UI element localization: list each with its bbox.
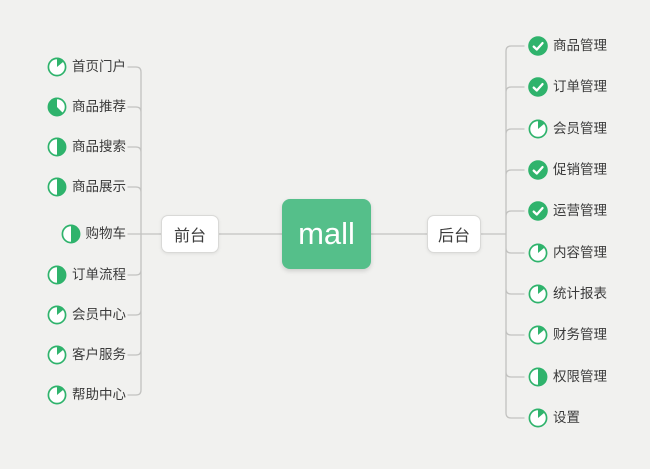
progress-pie-icon [47, 57, 67, 77]
node-front-item-4[interactable]: 购物车 [61, 224, 127, 244]
branch-node-label: 后台 [437, 228, 470, 245]
branch-node-front[interactable]: 前台 [161, 215, 219, 253]
root-node-mall[interactable]: mall [282, 199, 371, 269]
progress-pie-icon [47, 137, 67, 157]
progress-pie-icon [47, 177, 67, 197]
node-back-item-6[interactable]: 统计报表 [528, 284, 607, 304]
branch-node-label: 前台 [173, 228, 206, 245]
item-label: 会员中心 [72, 307, 126, 323]
item-label: 统计报表 [553, 286, 607, 302]
node-front-item-2[interactable]: 商品搜索 [47, 137, 126, 157]
item-label: 商品展示 [72, 179, 126, 195]
item-label: 商品管理 [553, 38, 607, 54]
node-back-item-0[interactable]: 商品管理 [528, 36, 607, 56]
node-front-item-6[interactable]: 会员中心 [47, 305, 126, 325]
progress-pie-icon [47, 97, 67, 117]
item-label: 商品推荐 [72, 99, 126, 115]
node-front-item-8[interactable]: 帮助中心 [47, 385, 126, 405]
item-label: 客户服务 [72, 347, 126, 363]
root-node-label: mall [298, 216, 355, 251]
item-label: 内容管理 [553, 245, 607, 261]
item-label: 财务管理 [553, 327, 607, 343]
item-label: 帮助中心 [72, 387, 126, 403]
item-label: 首页门户 [72, 59, 126, 75]
item-label: 会员管理 [553, 121, 607, 137]
progress-pie-icon [528, 243, 548, 263]
progress-pie-icon [47, 345, 67, 365]
item-label: 购物车 [85, 226, 127, 242]
item-label: 权限管理 [553, 369, 607, 385]
node-back-item-2[interactable]: 会员管理 [528, 119, 607, 139]
progress-pie-icon [528, 325, 548, 345]
node-back-item-9[interactable]: 设置 [528, 408, 580, 428]
check-icon [528, 77, 548, 97]
node-front-item-0[interactable]: 首页门户 [47, 57, 126, 77]
item-label: 运营管理 [553, 203, 607, 219]
progress-pie-icon [47, 385, 67, 405]
item-label: 商品搜索 [72, 139, 126, 155]
node-back-item-5[interactable]: 内容管理 [528, 243, 607, 263]
progress-pie-icon [61, 224, 81, 244]
progress-pie-icon [528, 284, 548, 304]
node-back-item-7[interactable]: 财务管理 [528, 325, 607, 345]
check-icon [528, 160, 548, 180]
check-icon [528, 36, 548, 56]
progress-pie-icon [47, 265, 67, 285]
branch-node-back[interactable]: 后台 [427, 215, 481, 253]
progress-pie-icon [528, 408, 548, 428]
item-label: 订单管理 [553, 79, 607, 95]
progress-pie-icon [47, 305, 67, 325]
node-front-item-5[interactable]: 订单流程 [47, 265, 126, 285]
progress-pie-icon [528, 119, 548, 139]
node-back-item-3[interactable]: 促销管理 [528, 160, 607, 180]
check-icon [528, 201, 548, 221]
node-back-item-4[interactable]: 运营管理 [528, 201, 607, 221]
node-back-item-8[interactable]: 权限管理 [528, 367, 607, 387]
progress-pie-icon [528, 367, 548, 387]
item-label: 促销管理 [553, 162, 607, 178]
node-front-item-7[interactable]: 客户服务 [47, 345, 126, 365]
item-label: 订单流程 [72, 267, 126, 283]
node-front-item-3[interactable]: 商品展示 [47, 177, 126, 197]
node-back-item-1[interactable]: 订单管理 [528, 77, 607, 97]
node-front-item-1[interactable]: 商品推荐 [47, 97, 126, 117]
item-label: 设置 [553, 410, 580, 426]
